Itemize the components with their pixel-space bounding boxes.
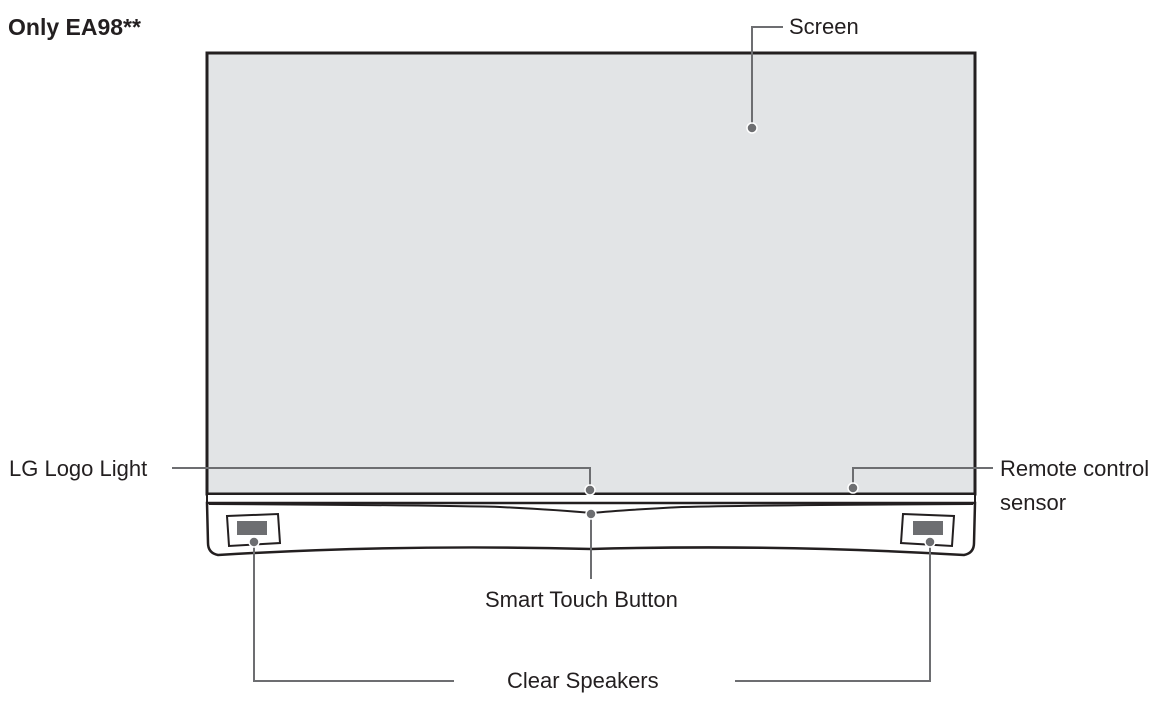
diagram-title: Only EA98** [8, 14, 141, 40]
left-speaker-callout-dot [248, 536, 260, 548]
label-logo-light: LG Logo Light [9, 456, 148, 481]
remote-sensor-callout-dot [847, 482, 859, 494]
monitor-screen [205, 51, 977, 496]
left-speaker-icon [225, 512, 282, 548]
right-speaker-callout-dot [924, 536, 936, 548]
smart-touch-callout-dot [585, 508, 597, 520]
right-speaker-icon [899, 512, 956, 548]
label-speakers: Clear Speakers [507, 668, 659, 693]
label-screen: Screen [789, 14, 859, 39]
logo-light-leader-line [172, 467, 591, 490]
screen-leader-line [751, 26, 783, 128]
screen-callout-dot [746, 122, 758, 134]
label-remote-sensor-line1: Remote control [1000, 456, 1150, 481]
label-remote-sensor-line2: sensor [1000, 490, 1067, 515]
label-smart-touch: Smart Touch Button [485, 587, 678, 612]
remote-sensor-leader-line [852, 467, 993, 488]
left-speaker-leader-line [253, 542, 454, 682]
right-speaker-leader-line [735, 542, 931, 682]
logo-light-callout-dot [584, 484, 596, 496]
